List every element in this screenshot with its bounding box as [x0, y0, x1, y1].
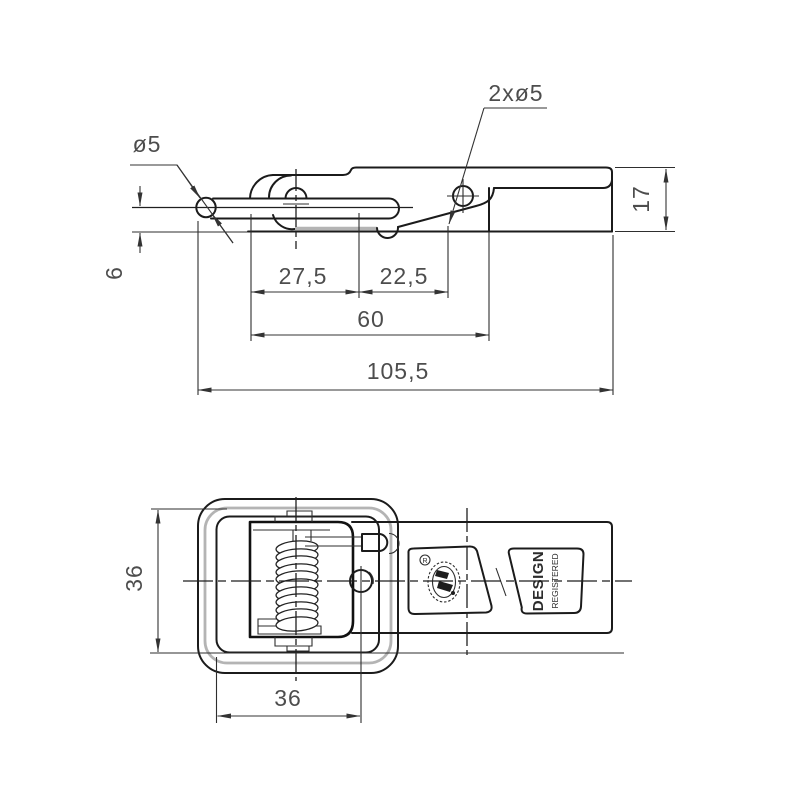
dim-36h-label: 36 [274, 685, 302, 711]
mounting-hole [447, 179, 479, 213]
top-tabs [274, 510, 313, 522]
registered-mark: R [422, 558, 427, 565]
dim-60-label: 60 [357, 306, 385, 332]
logo-emboss: R [407, 545, 493, 616]
dim-105-5-label: 105,5 [367, 358, 430, 384]
spring-coil [275, 540, 319, 632]
registered-circle [419, 554, 431, 566]
bail-mid-gray [203, 506, 393, 665]
holes-label: 2xø5 [488, 80, 543, 106]
dim-36v-label: 36 [121, 564, 147, 592]
logo-wreath [427, 561, 461, 603]
catch-dip [376, 226, 400, 239]
dim-27-5-label: 27,5 [279, 263, 328, 289]
extension-lines-plan [150, 508, 624, 723]
centerlines-plan [183, 497, 632, 681]
lever-lower-lobe [272, 214, 296, 231]
hole-crosshair [447, 179, 479, 213]
lever-nose-inner-arc [268, 174, 292, 198]
dimension-lines-plan [155, 509, 361, 719]
spring-anchor-pin [305, 532, 400, 555]
wire-dia-label: ø5 [133, 131, 162, 157]
spring-anchor-block [292, 530, 312, 541]
lever-nose-outer-arc [249, 174, 274, 199]
bottom-tabs [274, 637, 313, 652]
bend-edge [397, 187, 495, 228]
extension-lines-side [132, 166, 675, 395]
dim-17-label: 17 [628, 185, 654, 213]
plan-view: R DESIGN REGISTERED [121, 497, 632, 723]
dim-6-label: 6 [101, 266, 127, 280]
dimension-lines-side [137, 168, 669, 393]
logo-oval [431, 565, 457, 599]
bail-outer-edge [197, 498, 399, 674]
logo-dot [451, 591, 455, 595]
holes-leader [448, 107, 547, 225]
dim-22-5-label: 22,5 [380, 263, 429, 289]
wire-dia-leader [130, 164, 234, 244]
logo-glyphs [435, 570, 453, 592]
emboss-shade-line [495, 567, 507, 597]
side-view: ø5 2xø5 27,5 22,5 60 105,5 17 6 [101, 80, 675, 395]
base-plate-plan [351, 521, 613, 634]
latch-body-outline [247, 166, 613, 239]
